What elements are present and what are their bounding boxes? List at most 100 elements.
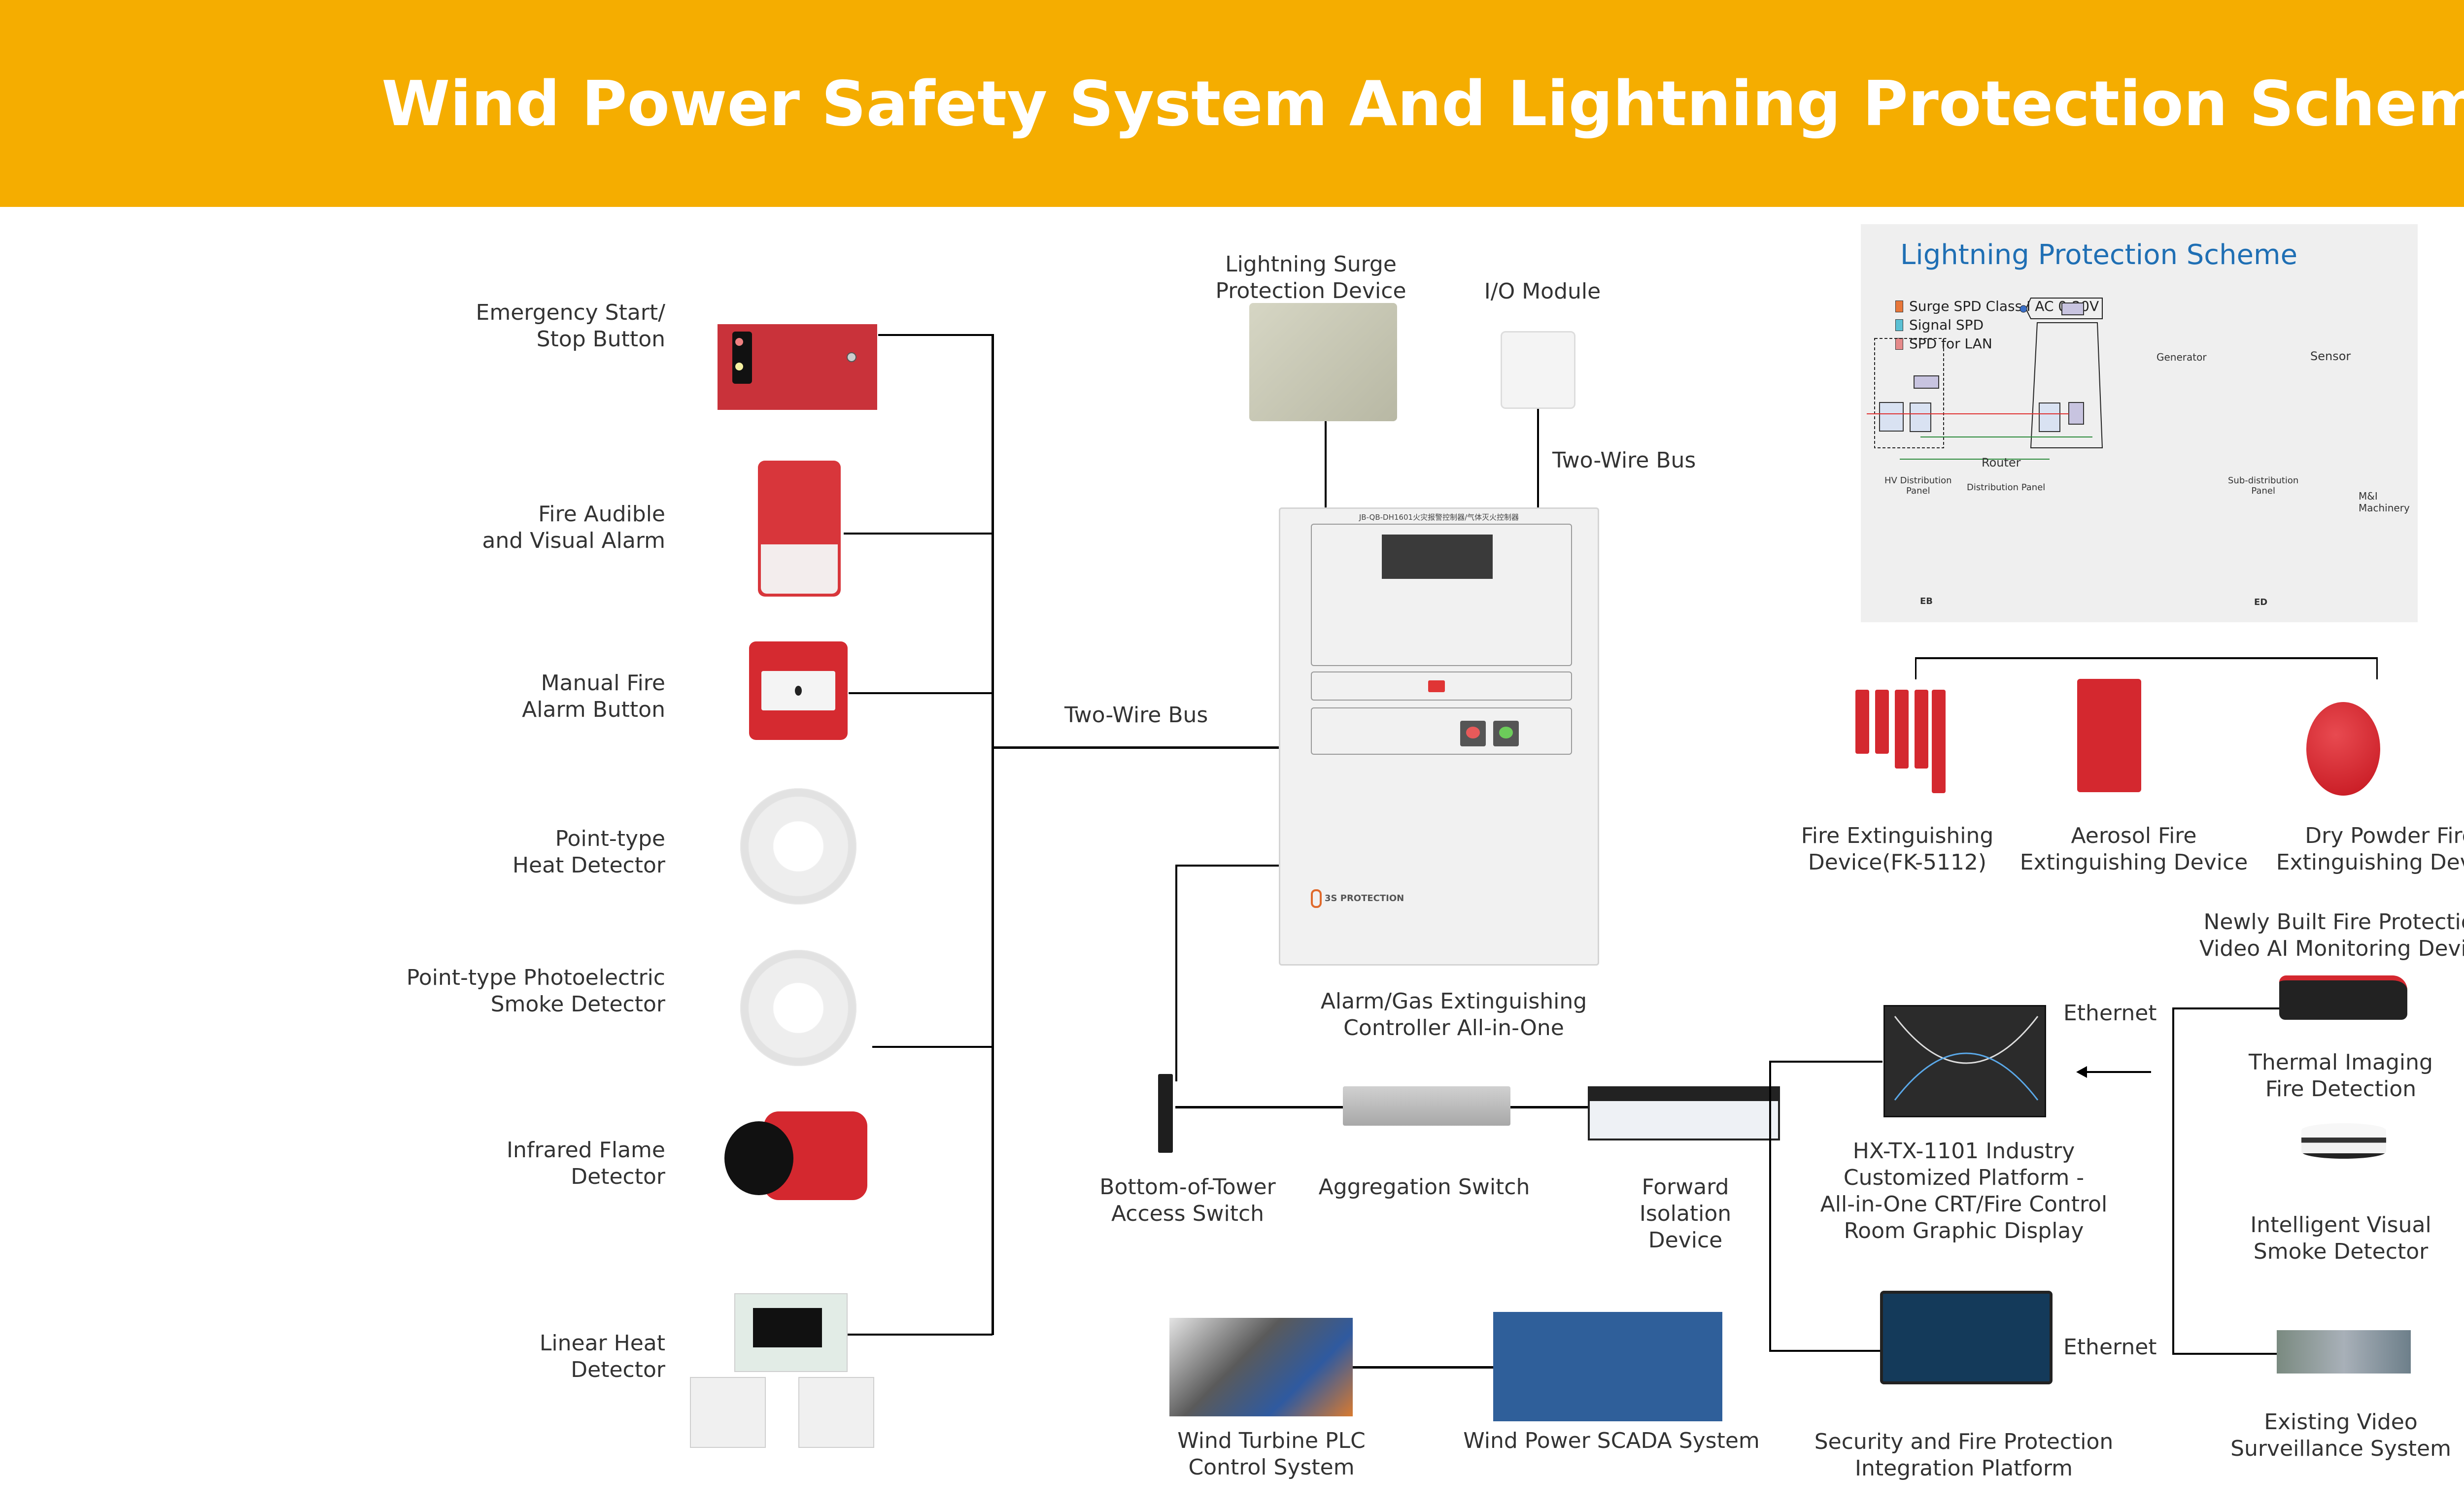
lps-sub-label: Sub-distribution Panel <box>2228 475 2299 496</box>
lps-sensor-label: Sensor <box>2310 349 2351 363</box>
lps-ground-ed: ED <box>2254 597 2268 607</box>
arrow-left-icon <box>2076 1066 2087 1078</box>
arrow-shaft <box>2085 1071 2151 1073</box>
label-isolation: Forward Isolation Device <box>1639 1174 1732 1253</box>
manual-call-point-icon <box>749 641 848 740</box>
label-fk5112: Fire Extinguishing Device(FK-5112) <box>1801 823 1994 875</box>
connector-emergency <box>878 334 992 336</box>
video-bus-vertical <box>2172 1007 2174 1355</box>
controller-display <box>1382 535 1493 579</box>
nacelle <box>2025 298 2103 319</box>
label-ethernet-top: Ethernet <box>2063 1001 2157 1026</box>
access-switch-riser <box>1175 865 1177 1081</box>
connector-linear <box>848 1334 992 1336</box>
to-integration-platform <box>1769 1350 1882 1352</box>
aggregation-to-isolation <box>1510 1106 1594 1108</box>
router-box <box>1914 375 1939 389</box>
tower <box>2030 322 2103 448</box>
lps-ground-eb: EB <box>1920 596 1933 606</box>
flame-detector-icon <box>724 1106 872 1205</box>
brand-logo-icon <box>1311 889 1322 908</box>
label-io-module: I/O Module <box>1484 279 1601 304</box>
fire-sounder-strobe-icon <box>758 461 841 597</box>
machinery-box <box>2068 402 2084 425</box>
lps-title: Lightning Protection Scheme <box>1900 239 2298 271</box>
lightning-protection-scheme: Lightning Protection Scheme Surge SPD Cl… <box>1861 224 2418 622</box>
sensor-box <box>2061 302 2084 315</box>
label-dry-powder: Dry Powder Fire Extinguishing Device <box>2276 823 2464 875</box>
plc-to-scada <box>1353 1366 1493 1369</box>
label-aerosol: Aerosol Fire Extinguishing Device <box>2019 823 2248 875</box>
surge-protection-device-icon <box>1249 303 1397 421</box>
label-visual-smoke: Intelligent Visual Smoke Detector <box>2250 1212 2431 1264</box>
label-emergency-stop: Emergency Start/ Stop Button <box>476 300 665 352</box>
label-surge-device: Lightning Surge Protection Device <box>1215 252 1406 303</box>
label-top-bus: Two-Wire Bus <box>1552 448 1696 473</box>
emergency-stop-button-icon <box>718 324 877 410</box>
lps-generator-label: Generator <box>2156 351 2207 363</box>
to-thermal-camera <box>2172 1007 2286 1009</box>
aerosol-extinguisher-icon <box>2077 679 2141 792</box>
sub-panel-box <box>2039 402 2060 432</box>
controller-to-access-switch <box>1175 865 1279 867</box>
isolation-riser <box>1769 1061 1771 1351</box>
scada-screen-icon <box>1493 1312 1722 1421</box>
connector-sounder <box>844 533 992 535</box>
connector-flame <box>872 1046 992 1048</box>
existing-video-icon <box>2277 1330 2411 1374</box>
label-smoke-detector: Point-type Photoelectric Smoke Detector <box>406 965 665 1017</box>
linear-heat-detector-icon <box>690 1293 887 1456</box>
hv-panel-box <box>1879 402 1904 432</box>
label-thermal: Thermal Imaging Fire Detection <box>2249 1050 2433 1102</box>
connector-fk5112 <box>1915 657 1916 679</box>
header-banner: Wind Power Safety System And Lightning P… <box>0 0 2464 207</box>
left-bus-vertical <box>992 334 994 1335</box>
access-switch-icon <box>1158 1074 1173 1153</box>
page-title: Wind Power Safety System And Lightning P… <box>381 67 2464 140</box>
connector-io <box>1537 409 1539 507</box>
label-controller: Alarm/Gas Extinguishing Controller All-i… <box>1320 989 1587 1040</box>
label-integration-platform: Security and Fire Protection Integration… <box>1814 1429 2114 1481</box>
fire-alarm-controller[interactable]: JB-QB-DH1601火灾报警控制器/气体灭火控制器 3S PROTECTIO… <box>1279 507 1599 966</box>
label-linear-heat: Linear Heat Detector <box>539 1331 665 1382</box>
fk5112-extinguisher-icon <box>1853 680 1951 808</box>
generator-icon <box>2019 305 2027 313</box>
access-to-aggregation <box>1175 1106 1343 1108</box>
plc-cabinet-icon <box>1169 1318 1353 1416</box>
label-plc: Wind Turbine PLC Control System <box>1177 1428 1366 1480</box>
lps-dist-label: Distribution Panel <box>1967 482 2046 493</box>
legend-lan-spd: SPD for LAN <box>1895 335 1992 352</box>
forward-isolation-icon <box>1588 1086 1780 1140</box>
label-flame-detector: Infrared Flame Detector <box>507 1138 665 1189</box>
lps-hv-label: HV Distribution Panel <box>1884 475 1952 496</box>
label-audible-visual-alarm: Fire Audible and Visual Alarm <box>482 502 665 553</box>
lps-router-label: Router <box>1982 456 2021 469</box>
controller-brand: 3S PROTECTION <box>1325 893 1404 904</box>
legend-signal-spd: Signal SPD <box>1895 317 1984 333</box>
label-existing-video: Existing Video Surveillance System <box>2230 1409 2451 1461</box>
label-access-switch: Bottom-of-Tower Access Switch <box>1099 1174 1276 1226</box>
dry-powder-extinguisher-icon <box>2306 702 2380 796</box>
bus-to-controller <box>992 746 1280 749</box>
aggregation-switch-icon <box>1343 1086 1510 1126</box>
lps-schematic <box>1867 298 2103 460</box>
visual-smoke-detector-body <box>2301 1123 2386 1159</box>
dist-panel-box <box>1910 402 1931 432</box>
io-module-icon <box>1501 331 1575 409</box>
thermal-camera-icon <box>2279 975 2407 1020</box>
heat-detector-icon <box>740 788 856 905</box>
integration-platform-icon <box>1880 1291 2053 1384</box>
label-left-bus: Two-Wire Bus <box>1064 703 1208 728</box>
label-video-group: Newly Built Fire Protection Video AI Mon… <box>2199 909 2464 961</box>
connector-manual <box>849 692 992 694</box>
extinguisher-bus <box>1915 657 2377 659</box>
label-aggregation-switch: Aggregation Switch <box>1318 1174 1530 1200</box>
crt-display-icon <box>1883 1005 2046 1117</box>
label-crt-display: HX-TX-1101 Industry Customized Platform … <box>1820 1139 2108 1243</box>
building-boundary <box>1874 338 1944 448</box>
controller-model-text: JB-QB-DH1601火灾报警控制器/气体灭火控制器 <box>1359 513 1519 522</box>
label-manual-alarm: Manual Fire Alarm Button <box>522 670 665 722</box>
label-scada: Wind Power SCADA System <box>1463 1428 1760 1453</box>
to-existing-video <box>2172 1353 2286 1355</box>
connector-surge <box>1325 421 1327 507</box>
